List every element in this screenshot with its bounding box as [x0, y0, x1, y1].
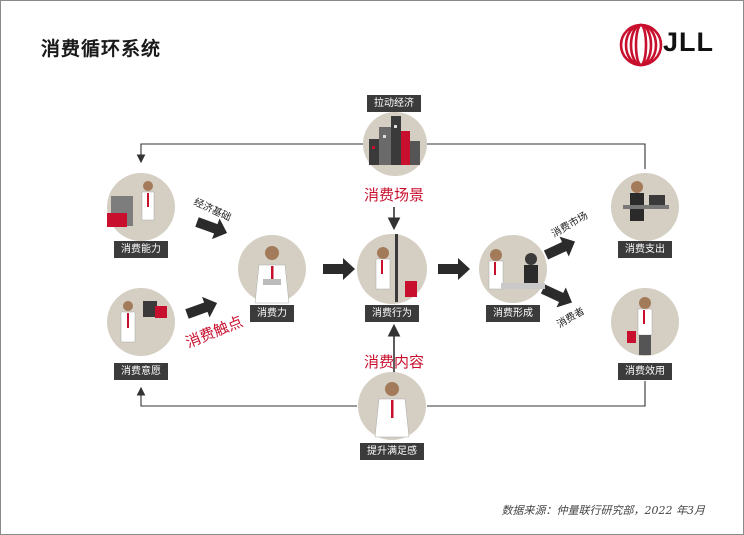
page-title: 消费循环系统 — [41, 38, 162, 60]
node-label-formation: 消费形成 — [486, 305, 540, 322]
behavior-illustration — [357, 234, 427, 304]
expense-illustration — [611, 173, 679, 241]
red-label-scene: 消费场景 — [363, 186, 425, 204]
top-left-loop-line — [136, 143, 363, 164]
bottom-left-loop-line — [136, 386, 357, 407]
bottom-right-loop-line — [427, 381, 646, 407]
node-label-intention: 消费意愿 — [114, 363, 168, 380]
node-label-ability: 消费能力 — [114, 241, 168, 258]
power-illustration — [238, 235, 306, 304]
ability-illustration — [107, 173, 175, 241]
flow-arrows — [185, 217, 576, 319]
city-illustration — [363, 112, 427, 176]
node-label-satisfaction: 提升满足感 — [360, 443, 424, 460]
jll-logo: JLL — [619, 23, 723, 67]
utility-illustration — [611, 288, 679, 356]
red-label-content: 消费内容 — [363, 353, 425, 371]
formation-to-expense-arrow — [543, 236, 576, 260]
ability-to-power-arrow — [195, 217, 228, 240]
node-label-pull-economy: 拉动经济 — [367, 95, 421, 112]
node-label-expense: 消费支出 — [618, 241, 672, 258]
node-label-behavior: 消费行为 — [365, 305, 419, 322]
node-label-power: 消费力 — [250, 305, 294, 322]
intention-to-power-arrow — [185, 296, 218, 319]
outer-loop-lines — [136, 143, 646, 407]
node-label-utility: 消费效用 — [618, 363, 672, 380]
satisfaction-illustration — [358, 372, 426, 440]
formation-to-utility-arrow — [540, 284, 573, 308]
jll-logo-icon — [619, 23, 663, 67]
top-right-loop-line — [427, 143, 646, 169]
formation-illustration — [479, 235, 547, 303]
node-circles — [107, 112, 679, 440]
behavior-to-formation-arrow — [438, 258, 470, 280]
power-to-behavior-arrow — [323, 258, 355, 280]
intention-illustration — [107, 288, 175, 356]
logo-wordmark: JLL — [663, 27, 715, 57]
data-source-note: 数据来源：仲量联行研究部，2022 年3月 — [501, 504, 706, 517]
